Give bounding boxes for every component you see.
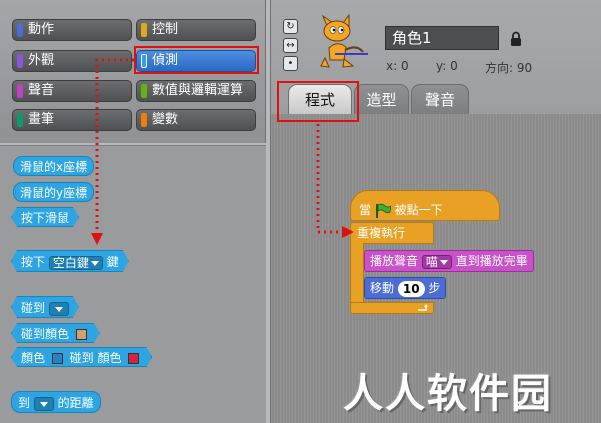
- block-label: 的距離: [57, 396, 94, 410]
- block-label: 碰到顏色: [21, 327, 70, 341]
- category-pen[interactable]: 畫筆: [12, 109, 132, 131]
- sprite-name-field[interactable]: 角色1: [385, 26, 499, 50]
- touching-color-block[interactable]: 碰到顏色: [11, 323, 100, 343]
- category-operators[interactable]: 數值與邏輯運算: [136, 80, 256, 102]
- forever-block-bottom: [350, 302, 434, 314]
- category-sensing[interactable]: 偵測: [136, 50, 256, 72]
- block-label: 碰到 顏色: [69, 351, 122, 365]
- category-looks[interactable]: 外觀: [12, 50, 132, 72]
- watermark-text: 人人软件园: [343, 371, 553, 417]
- green-flag-icon: [375, 203, 392, 218]
- steps-input[interactable]: 10: [397, 280, 425, 297]
- key-pressed-block[interactable]: 按下 空白鍵 鍵: [11, 250, 129, 272]
- block-label: 鍵: [106, 255, 119, 269]
- sprite-x: x: 0: [386, 59, 409, 73]
- block-label: 播放聲音: [370, 254, 419, 268]
- block-label: 直到播放完畢: [455, 254, 528, 268]
- flip-mode-icon[interactable]: ↔: [283, 38, 298, 53]
- block-label: 當: [359, 203, 372, 217]
- block-label: 到: [18, 396, 31, 410]
- dropdown-arrow-icon: [55, 307, 63, 312]
- category-panel: 動作 控制 外觀 偵測 聲音 數值與邏輯運算 畫筆 變數: [0, 0, 266, 143]
- category-color-swatch: [141, 84, 147, 98]
- play-sound-until-done-block[interactable]: 播放聲音 喵 直到播放完畢: [364, 250, 534, 272]
- dropdown-arrow-icon: [91, 261, 99, 266]
- block-label: 顏色: [21, 351, 46, 365]
- category-motion[interactable]: 動作: [12, 19, 132, 41]
- color-swatch[interactable]: [128, 353, 139, 364]
- category-label: 數值與邏輯運算: [152, 83, 244, 98]
- touching-block[interactable]: 碰到: [11, 296, 79, 318]
- block-label: 移動: [370, 281, 395, 295]
- category-label: 動作: [28, 22, 55, 37]
- sprite-y: y: 0: [436, 59, 458, 73]
- highlight-scripts-tab: [277, 81, 359, 122]
- sound-dropdown[interactable]: 喵: [421, 254, 452, 269]
- block-label: 按下滑鼠: [21, 211, 70, 225]
- category-color-swatch: [17, 54, 23, 68]
- loop-arrow-icon: [418, 304, 428, 311]
- mouse-x-block[interactable]: 滑鼠的x座標: [13, 156, 95, 176]
- category-color-swatch: [17, 23, 23, 37]
- sound-dropdown-value: 喵: [425, 254, 438, 269]
- lock-icon[interactable]: [510, 31, 522, 46]
- block-label: 滑鼠的y座標: [20, 186, 88, 200]
- tab-sounds[interactable]: 聲音: [411, 84, 469, 114]
- color-swatch[interactable]: [52, 353, 63, 364]
- distance-dropdown[interactable]: [33, 396, 54, 411]
- category-sound[interactable]: 聲音: [12, 80, 132, 102]
- block-label: 滑鼠的x座標: [20, 160, 88, 174]
- move-steps-block[interactable]: 移動 10 步: [364, 277, 447, 299]
- block-label: 步: [428, 281, 441, 295]
- tab-label: 聲音: [424, 91, 455, 109]
- rotate-mode-icon[interactable]: ↻: [283, 19, 298, 34]
- category-color-swatch: [141, 23, 147, 37]
- sprite-direction: 方向: 90: [485, 61, 533, 75]
- touching-dropdown[interactable]: [49, 302, 69, 316]
- key-dropdown-value: 空白鍵: [52, 255, 89, 270]
- sprite-cat-thumbnail: [320, 14, 368, 68]
- no-rotate-icon[interactable]: •: [283, 56, 298, 71]
- tab-label: 造型: [366, 91, 397, 109]
- category-color-swatch: [17, 84, 23, 98]
- category-variables[interactable]: 變數: [136, 109, 256, 131]
- tab-costumes[interactable]: 造型: [354, 84, 409, 114]
- block-label: 按下: [21, 255, 46, 269]
- block-label: 碰到: [21, 301, 46, 315]
- category-label: 偵測: [152, 53, 179, 68]
- forever-block-arm: [350, 243, 364, 305]
- category-label: 變數: [152, 112, 179, 127]
- distance-block[interactable]: 到 的距離: [11, 391, 101, 413]
- key-dropdown[interactable]: 空白鍵: [49, 256, 103, 270]
- category-label: 控制: [152, 22, 179, 37]
- color-swatch[interactable]: [76, 329, 87, 340]
- category-color-swatch: [141, 113, 147, 127]
- block-label: 重複執行: [357, 226, 406, 240]
- mouse-y-block[interactable]: 滑鼠的y座標: [13, 182, 95, 202]
- block-label: 被點一下: [394, 203, 443, 217]
- dropdown-arrow-icon: [439, 259, 448, 265]
- category-label: 畫筆: [28, 112, 55, 127]
- dropdown-arrow-icon: [39, 401, 48, 407]
- mouse-down-block[interactable]: 按下滑鼠: [11, 207, 79, 227]
- category-color-swatch: [141, 54, 147, 68]
- category-color-swatch: [17, 113, 23, 127]
- forever-block[interactable]: 重複執行: [350, 222, 434, 244]
- color-touching-block[interactable]: 顏色 碰到 顏色: [11, 347, 152, 367]
- tab-scripts[interactable]: 程式: [288, 84, 352, 114]
- category-control[interactable]: 控制: [136, 19, 256, 41]
- category-label: 聲音: [28, 83, 55, 98]
- tab-label: 程式: [304, 91, 335, 109]
- when-flag-clicked-block[interactable]: 當 被點一下: [350, 190, 500, 221]
- highlight-sensing-category: [134, 46, 259, 74]
- category-label: 外觀: [28, 53, 55, 68]
